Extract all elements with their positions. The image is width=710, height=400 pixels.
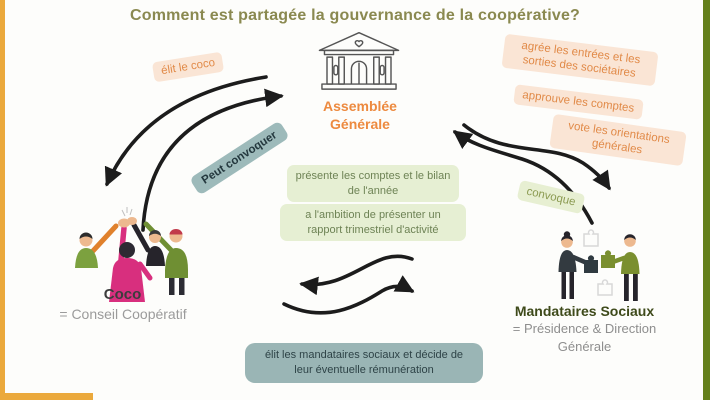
team-highfive-illustration	[52, 206, 204, 308]
mandataires-subtitle-line1: = Présidence & Direction	[512, 321, 657, 336]
label-vote-orientations: vote les orientations générales	[549, 113, 687, 167]
puzzle-duo-illustration	[540, 226, 662, 318]
right-accent-bar	[703, 0, 710, 400]
node-assemblee-generale: Assemblée Générale	[296, 97, 424, 133]
assemblee-label-line1: Assemblée	[323, 98, 397, 114]
label-approuve-comptes: approuve les comptes	[513, 84, 644, 120]
arrow-center-right	[282, 275, 415, 315]
temple-building-icon	[316, 31, 402, 95]
arrow-center-left	[299, 254, 414, 296]
label-peut-convoquer: Peut convoquer	[189, 120, 290, 196]
label-convoque: convoque	[516, 179, 586, 215]
label-ambition-rapport: a l'ambition de présenter un rapport tri…	[280, 204, 466, 241]
node-mandataires-subtitle: = Présidence & Direction Générale	[492, 320, 677, 355]
node-coco-name: Coco	[103, 286, 142, 303]
node-mandataires-name: Mandataires Sociaux	[514, 303, 655, 319]
label-elit-mandataires: élit les mandataires sociaux et décide d…	[245, 343, 483, 383]
mandataires-subtitle-line2: Générale	[557, 338, 612, 354]
node-coco-subtitle: = Conseil Coopératif	[59, 306, 187, 322]
bottom-accent-bar	[0, 393, 93, 400]
label-agree-entrees-sorties: agrée les entrées et les sorties des soc…	[501, 33, 659, 87]
assemblee-label-line2: Générale	[330, 116, 390, 132]
label-elit-le-coco: élit le coco	[151, 51, 225, 83]
label-presente-comptes: présente les comptes et le bilan de l'an…	[287, 165, 459, 202]
page-title: Comment est partagée la gouvernance de l…	[129, 7, 581, 24]
left-accent-bar	[0, 0, 5, 400]
